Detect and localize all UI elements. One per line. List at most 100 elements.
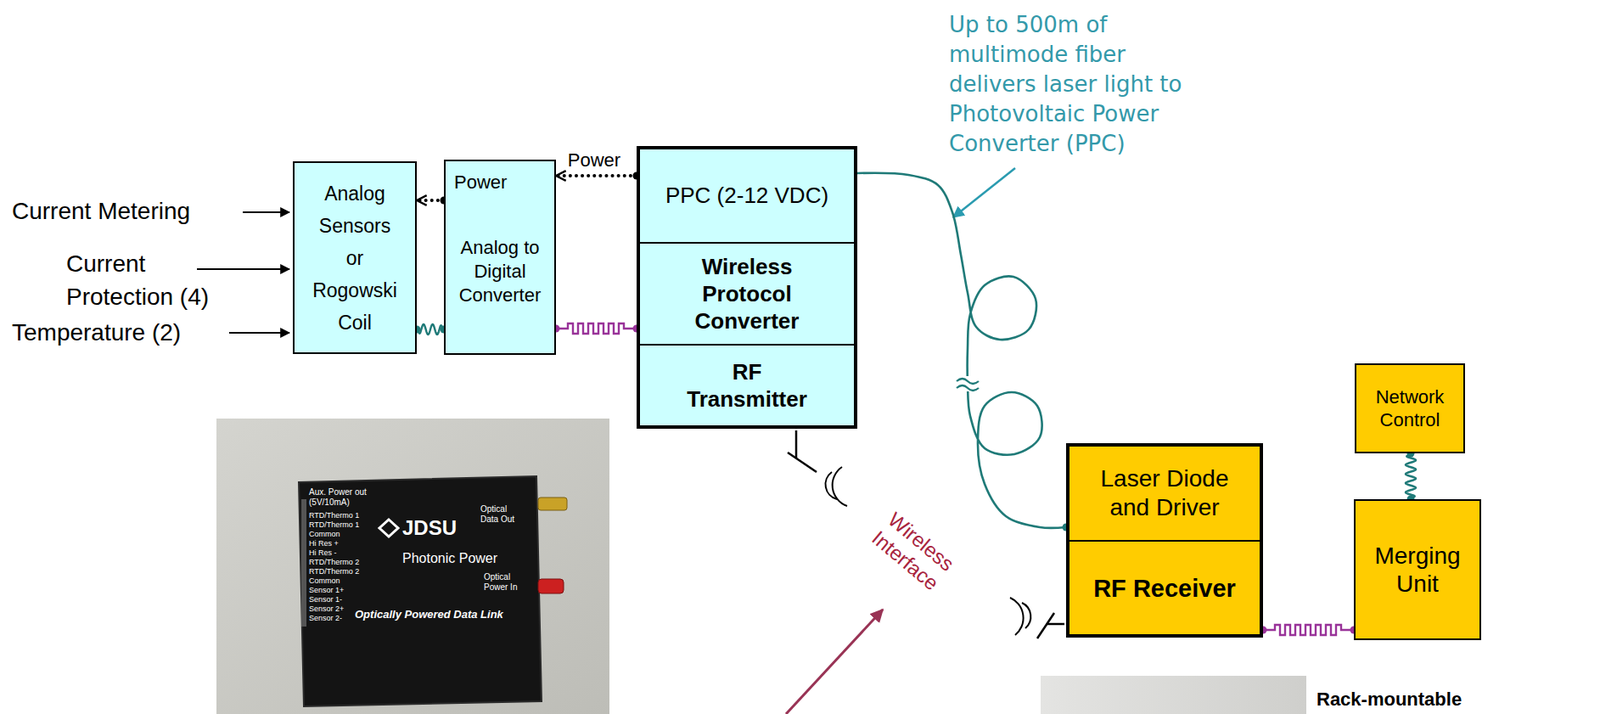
pin-label-holder: RTD/Thermo 2 (308, 567, 360, 577)
pin-label-holder: RTD/Thermo 1 (308, 520, 360, 530)
device-marking-holder: Optically Powered Data Link (354, 607, 504, 622)
device-marking-holder: Photonic Power (402, 550, 498, 567)
pin-label-holder: Sensor 1+ (308, 585, 344, 596)
control-link (1405, 453, 1416, 500)
device-housing (298, 476, 542, 707)
interface-label: Wireless Interface (855, 496, 972, 606)
antenna-mast (1047, 623, 1065, 626)
device-marking: Photonic Power (402, 550, 498, 567)
antenna-symbol (1010, 597, 1065, 639)
antenna-mast (795, 430, 798, 459)
callout-arrow (953, 168, 1016, 218)
antenna-element (787, 452, 817, 472)
box-label: PPC (2-12 VDC) (665, 182, 829, 209)
sma-connector (538, 497, 568, 511)
protocol-section: Wireless Protocol Converter (636, 242, 858, 345)
input-label: Temperature (2) (11, 316, 181, 349)
pin-label-holder: Common (308, 529, 341, 539)
logo-mark (379, 519, 399, 537)
edge-label: Power (566, 149, 623, 171)
input-arrow (229, 331, 290, 334)
pin-label-holder: Hi Res + (308, 538, 339, 549)
fiber-break (955, 376, 980, 392)
port-label-holder: Optical Power In (483, 572, 532, 593)
box-label: Power (454, 171, 507, 194)
box-body: Analog to Digital Converter (449, 235, 551, 308)
control-box: Network Control (1354, 363, 1466, 454)
pin-label-holder: Hi Res - (308, 548, 337, 558)
photo-background (216, 418, 610, 714)
box-label: Analog Sensors or Rogowski Coil (308, 177, 401, 339)
box-label: RF Transmitter (679, 358, 815, 413)
ppc-section: PPC (2-12 VDC) (636, 145, 858, 243)
pin-label: RTD/Thermo 1 (308, 510, 360, 521)
pin-label: RTD/Thermo 2 (308, 557, 360, 568)
edge-label-holder: Power (566, 149, 623, 171)
pin-label-holder: RTD/Thermo 2 (308, 557, 360, 568)
pin-label: Sensor 2+ (308, 604, 344, 614)
input-label-holder: Current Metering (11, 195, 191, 228)
laser-section: Laser Diode and Driver (1066, 443, 1264, 541)
device-marking: Optically Powered Data Link (354, 607, 504, 622)
pin-label: Common (308, 576, 341, 586)
callout-note-holder: Up to 500m of multimode fiber delivers l… (948, 10, 1197, 159)
box-label: Laser Diode and Driver (1092, 464, 1237, 523)
antenna-element (1037, 612, 1055, 639)
merging-box: Merging Unit (1353, 499, 1482, 640)
box-label: Network Control (1360, 385, 1460, 432)
pin-label: RTD/Thermo 2 (308, 567, 360, 577)
pin-label-holder: Sensor 2+ (308, 604, 344, 614)
analog-signal (416, 324, 444, 335)
input-arrow (196, 268, 290, 270)
power-feed (555, 174, 637, 178)
input-label-holder: Current Protection (4) (66, 247, 253, 314)
sensor-box: Analog Sensors or Rogowski Coil (292, 161, 417, 354)
break-mark (956, 385, 979, 391)
brand-logo: JDSU (402, 516, 457, 540)
receiver-section: RF Receiver (1066, 540, 1264, 638)
device-marking: Aux. Power out (5V/10mA) (308, 487, 381, 508)
brand-logo-holder: JDSU (402, 516, 457, 540)
pin-label: RTD/Thermo 1 (308, 520, 360, 530)
break-mark (956, 378, 979, 384)
box-label: Merging Unit (1359, 541, 1476, 598)
pin-label-holder: RTD/Thermo 1 (308, 510, 360, 521)
input-label: Current Metering (11, 195, 191, 228)
photo-caption: Rack-mountable (1316, 689, 1462, 710)
optical-connector (538, 578, 564, 594)
photo-caption-holder: Rack-mountable (1316, 689, 1462, 710)
pin-label-holder: Common (308, 576, 341, 586)
radio-wave (832, 466, 848, 506)
optical-fiber (857, 173, 1067, 528)
input-arrow (242, 211, 290, 214)
antenna-symbol (787, 430, 848, 506)
converter-box: PowerAnalog to Digital Converter (443, 159, 556, 355)
pin-label-holder: Sensor 2- (308, 613, 343, 624)
rack-photo (1040, 675, 1307, 714)
pin-label: Sensor 1- (308, 595, 343, 605)
box-label: RF Receiver (1093, 573, 1236, 603)
power-feed (416, 198, 444, 203)
box-label: Wireless Protocol Converter (679, 252, 815, 335)
device-marking-holder: Aux. Power out (5V/10mA) (308, 487, 381, 508)
radio-wave (1010, 597, 1024, 635)
pin-label: Sensor 2- (308, 613, 343, 624)
input-label-holder: Temperature (2) (11, 316, 181, 349)
port-label: Optical Power In (483, 572, 532, 593)
device-photo (216, 418, 610, 714)
terminal-block (301, 499, 307, 627)
pin-label: Common (308, 529, 341, 539)
pointer-arrow (785, 609, 883, 714)
pin-label: Sensor 1+ (308, 585, 344, 596)
pin-label-holder: Sensor 1- (308, 595, 343, 605)
interface-label-holder: Wireless Interface (855, 496, 972, 606)
digital-signal (1263, 624, 1354, 635)
port-label-holder: Optical Data Out (480, 504, 525, 525)
digital-signal (555, 323, 637, 334)
transmitter-section: RF Transmitter (636, 344, 858, 429)
port-label: Optical Data Out (480, 504, 525, 525)
input-label: Current Protection (4) (66, 247, 253, 314)
callout-note: Up to 500m of multimode fiber delivers l… (948, 10, 1197, 159)
pin-label: Hi Res + (308, 538, 339, 549)
